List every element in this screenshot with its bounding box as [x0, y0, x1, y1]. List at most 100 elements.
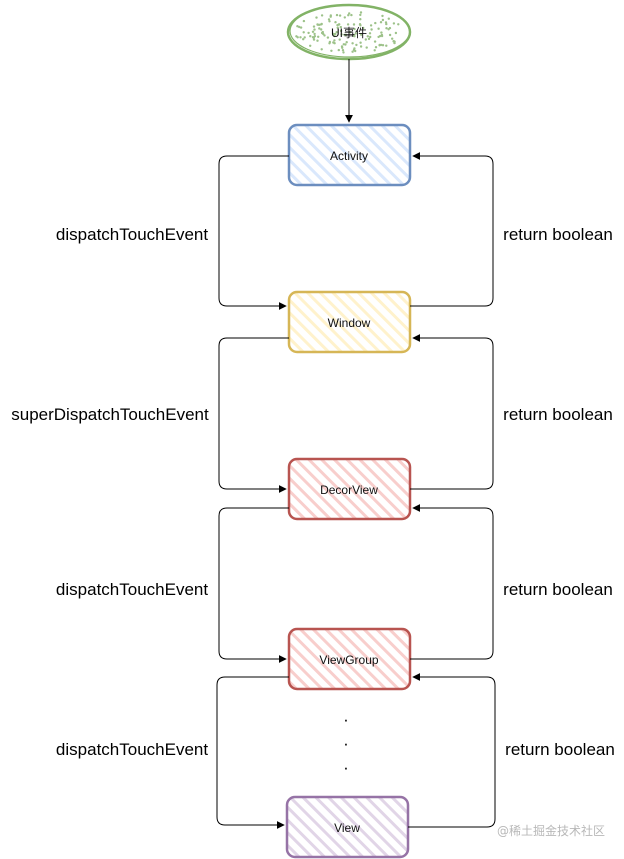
left-label-3: dispatchTouchEvent [56, 580, 208, 599]
edge-window-to-decorview [218, 337, 289, 493]
start-node-texture-dot [335, 13, 339, 17]
start-node-texture-dot [296, 25, 299, 28]
start-node-texture-dot [320, 31, 324, 35]
node-window: Window [287, 290, 412, 354]
start-node-texture-dot [328, 42, 331, 45]
left-label-2: superDispatchTouchEvent [11, 405, 209, 424]
start-node-texture-dot [342, 43, 345, 46]
start-node-texture-dot [299, 36, 302, 39]
right-label-4: return boolean [505, 740, 615, 759]
start-node-texture-dot [353, 27, 356, 31]
start-node-texture-dot [320, 23, 323, 26]
start-node-texture-dot [343, 16, 346, 19]
start-node-texture-dot [332, 41, 335, 44]
start-node-texture-dot [329, 14, 332, 17]
start-node-texture-dot [387, 17, 390, 20]
start-node-texture-dot [385, 44, 388, 47]
start-node-texture-dot [315, 16, 318, 19]
start-node-texture-dot [317, 35, 320, 38]
node-window-label: Window [328, 316, 371, 330]
start-node-texture-dot [342, 51, 345, 54]
start-node-texture-dot [313, 32, 316, 36]
start-node-texture-dot [388, 33, 392, 37]
start-node-texture-dot [369, 35, 372, 39]
start-node-texture-dot [359, 41, 362, 44]
start-node-ui-event: UI事件 [286, 3, 412, 61]
start-node-texture-dot [348, 12, 351, 15]
start-node-texture-dot [352, 34, 356, 37]
start-node-texture-dot [302, 19, 306, 23]
edge-viewgroup-to-view [216, 676, 289, 829]
start-node-texture-dot [336, 26, 339, 29]
start-node-texture-dot [350, 13, 353, 17]
start-node-texture-dot [378, 34, 382, 38]
start-node-texture-dot [351, 50, 354, 53]
edge-decorview-return-window [410, 334, 494, 490]
edge-window-return-activity [410, 152, 494, 307]
start-node-texture-dot [338, 23, 341, 26]
start-node-texture-dot [359, 11, 363, 14]
start-node-texture-dot [341, 46, 344, 49]
start-node-texture-dot [369, 24, 373, 27]
start-node-texture-dot [368, 32, 372, 35]
start-node-texture-dot [359, 18, 362, 21]
start-node-texture-dot [299, 26, 303, 29]
start-node-texture-dot [355, 43, 358, 47]
start-node-texture-dot [388, 26, 392, 30]
start-node-texture-dot [367, 37, 371, 41]
ellipsis-dot-2: · [343, 734, 349, 753]
start-node-texture-dot [377, 27, 380, 30]
start-node-texture-dot [370, 28, 373, 31]
start-node-texture-dot [374, 46, 378, 49]
start-node-texture-dot [374, 21, 377, 25]
start-node-texture-dot [302, 31, 305, 34]
start-node-texture-dot [333, 39, 336, 42]
right-label-3: return boolean [503, 580, 613, 599]
node-decorview-label: DecorView [320, 483, 378, 497]
start-node-texture-dot [334, 21, 337, 24]
start-node-texture-dot [327, 18, 331, 21]
start-node-texture-dot [380, 33, 384, 37]
left-label-4: dispatchTouchEvent [56, 740, 208, 759]
start-node-texture-dot [302, 38, 305, 41]
start-node-texture-dot [364, 38, 367, 41]
right-label-1: return boolean [503, 225, 613, 244]
start-node-texture-dot [352, 23, 356, 26]
start-node-label: UI事件 [331, 26, 367, 40]
start-node-texture-dot [343, 33, 346, 37]
start-node-texture-dot [309, 35, 312, 38]
ellipsis-dot-3: · [343, 758, 349, 777]
start-node-texture-dot [354, 32, 357, 35]
start-node-texture-dot [334, 32, 337, 36]
start-node-texture-dot [298, 25, 301, 29]
start-node-texture-dot [318, 27, 321, 30]
right-label-2: return boolean [503, 405, 613, 424]
edge-activity-to-window [218, 155, 289, 310]
start-node-texture-dot [328, 20, 331, 23]
start-node-texture-dot [353, 47, 356, 50]
start-node-texture-dot [295, 35, 298, 38]
start-node-texture-dot [381, 18, 385, 22]
node-decorview: DecorView [287, 457, 412, 521]
edge-decorview-to-viewgroup [218, 507, 289, 663]
start-node-texture-dot [312, 25, 316, 28]
start-node-texture-dot [392, 22, 396, 25]
start-node-texture-dot [341, 49, 345, 52]
start-node-texture-dot [391, 37, 394, 40]
start-node-texture-dot [359, 13, 362, 17]
start-node-texture-dot [338, 14, 342, 17]
start-node-texture-dot [394, 31, 398, 35]
ellipsis-dot-1: · [343, 710, 349, 729]
node-viewgroup: ViewGroup [287, 627, 412, 691]
start-node-texture-dot [378, 43, 381, 47]
start-node-texture-dot [320, 28, 323, 31]
left-label-1: dispatchTouchEvent [56, 225, 208, 244]
start-node-texture-dot [362, 26, 365, 30]
start-node-texture-dot [385, 27, 388, 30]
start-node-texture-dot [379, 21, 383, 24]
node-viewgroup-label: ViewGroup [319, 653, 378, 667]
node-view: View [285, 795, 410, 859]
start-node-texture-dot [339, 25, 342, 29]
start-node-texture-dot [393, 41, 396, 45]
